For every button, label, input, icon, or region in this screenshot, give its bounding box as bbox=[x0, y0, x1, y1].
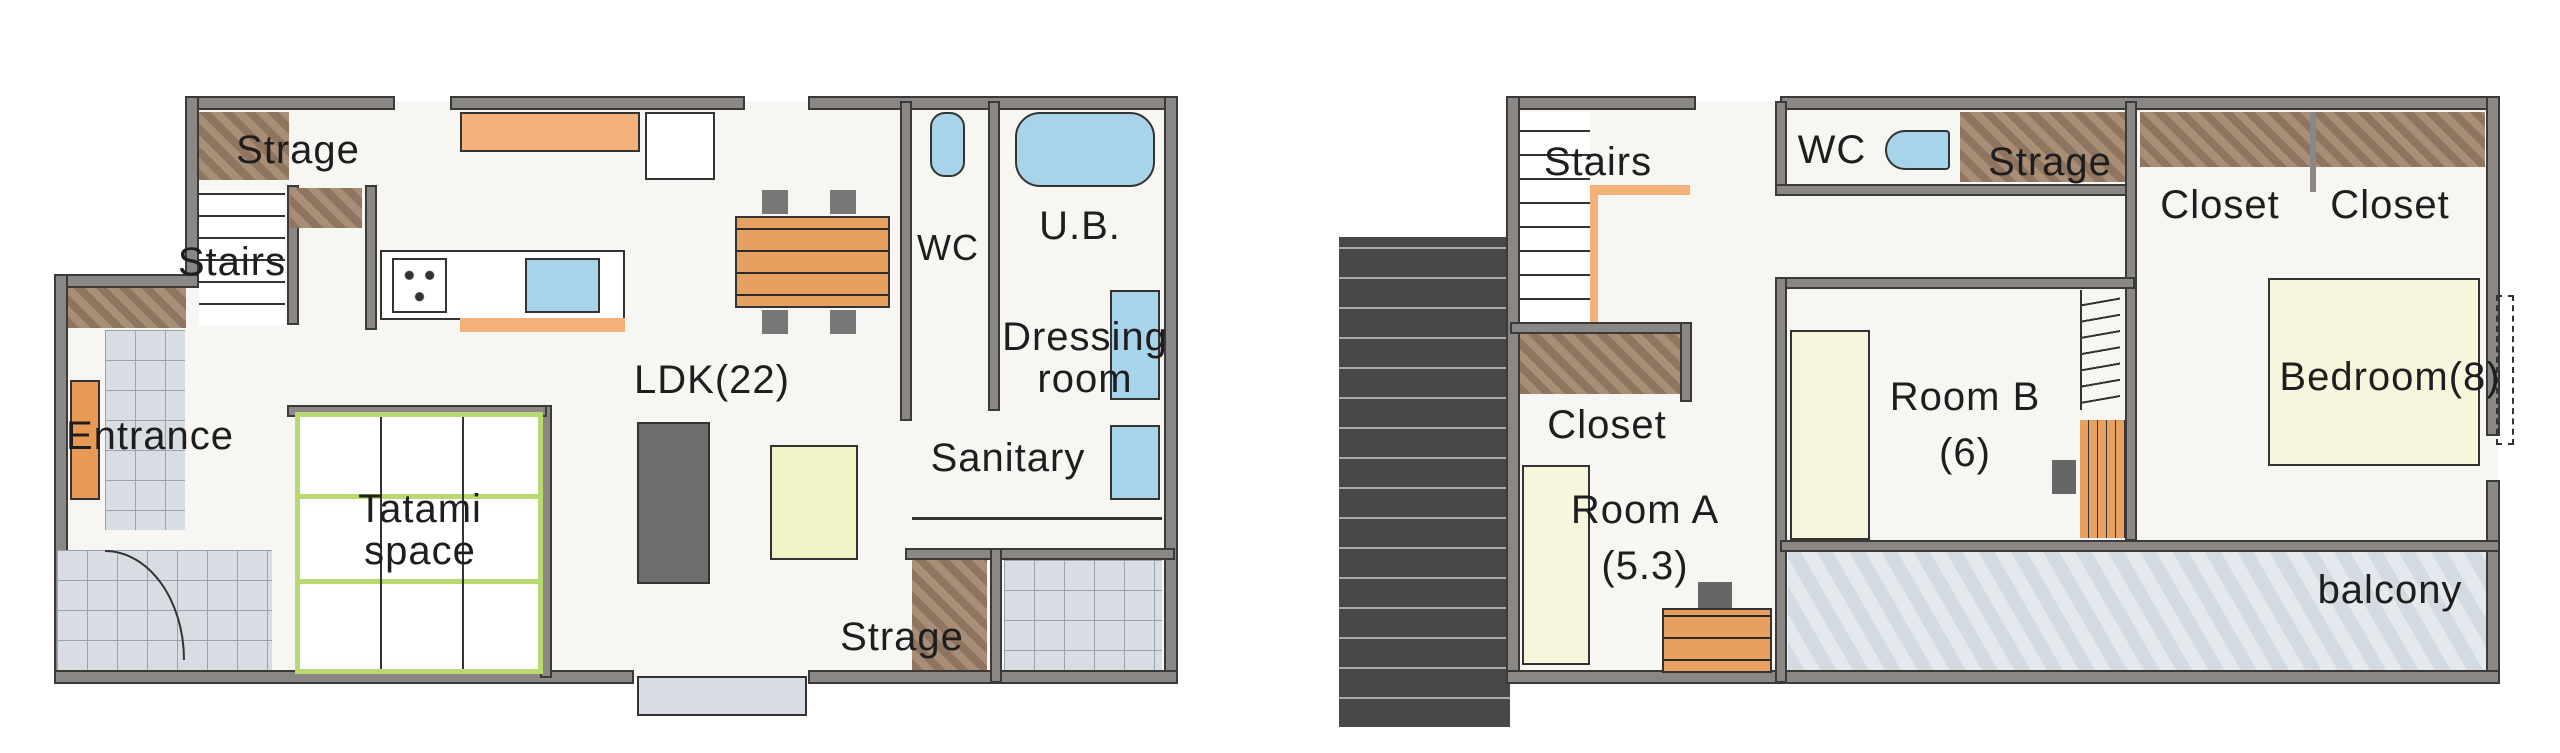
chair bbox=[762, 190, 788, 214]
closet-divider bbox=[2310, 112, 2316, 192]
entrance-floor-tiles bbox=[105, 330, 185, 530]
roof bbox=[1339, 237, 1510, 727]
room-label-bedroom: Bedroom(8) bbox=[2279, 355, 2501, 399]
wall bbox=[1506, 96, 1696, 110]
room-label-stairs: Stairs bbox=[1543, 140, 1653, 184]
wall bbox=[1775, 277, 1787, 683]
bathtub-icon bbox=[1015, 112, 1155, 187]
wall bbox=[1510, 322, 1690, 334]
closet-rail bbox=[2080, 290, 2120, 410]
chair bbox=[2052, 460, 2076, 494]
balcony-floor bbox=[1788, 552, 2486, 670]
bookshelf bbox=[2080, 420, 2125, 538]
room-label-storage: Strage bbox=[1988, 140, 2112, 184]
room-label-tatami: Tatami space bbox=[358, 487, 482, 573]
stairs-treads bbox=[199, 190, 285, 325]
counter-wood-edge bbox=[460, 318, 625, 332]
bay-window bbox=[637, 676, 807, 716]
storage-fill bbox=[912, 560, 987, 670]
wall bbox=[1775, 277, 2135, 289]
room-label-ub: U.B. bbox=[1039, 204, 1121, 248]
room-label-sanitary: Sanitary bbox=[930, 436, 1086, 480]
wall bbox=[1680, 322, 1692, 402]
room-label-dressing: Dressing room bbox=[1002, 315, 1168, 401]
wall bbox=[1780, 96, 2500, 110]
room-label-wc: WC bbox=[1797, 128, 1867, 172]
room-label-wc: WC bbox=[917, 227, 979, 268]
bed bbox=[1790, 330, 1870, 540]
second-floor-plan: Stairs WC Strage Closet Closet Closet Ro… bbox=[1300, 0, 2560, 753]
room-label-entrance: Entrance bbox=[65, 414, 235, 458]
sofa bbox=[637, 422, 710, 584]
wall bbox=[990, 548, 1002, 683]
bed bbox=[1522, 465, 1590, 665]
wall bbox=[365, 185, 377, 330]
washbasin-icon bbox=[1110, 290, 1160, 400]
double-bed bbox=[2268, 278, 2480, 466]
shoe-cabinet bbox=[70, 380, 100, 500]
room-label-room-b: Room B (6) bbox=[1889, 375, 2041, 475]
wall bbox=[1780, 540, 2500, 552]
washbasin-icon bbox=[1110, 425, 1160, 500]
room-label-storage: Strage bbox=[236, 128, 360, 172]
fridge bbox=[645, 112, 715, 180]
room-label-closet: Closet bbox=[2160, 183, 2280, 227]
window bbox=[2496, 295, 2514, 445]
toilet-icon bbox=[930, 112, 965, 177]
chair bbox=[762, 310, 788, 334]
outdoor-tiles bbox=[1004, 560, 1162, 670]
wall bbox=[450, 96, 745, 110]
room-label-balcony: balcony bbox=[2317, 568, 2463, 612]
chair bbox=[830, 310, 856, 334]
wall bbox=[1775, 101, 1787, 196]
closet-fill bbox=[1520, 334, 1680, 394]
stairs-treads bbox=[1520, 112, 1590, 322]
shelf-line bbox=[912, 517, 1162, 520]
wall bbox=[185, 96, 395, 110]
shoe-storage bbox=[68, 288, 186, 328]
wall bbox=[1775, 184, 2135, 196]
wall bbox=[1506, 96, 1520, 683]
wall bbox=[988, 101, 1000, 411]
dining-table bbox=[735, 216, 890, 308]
wall bbox=[1506, 670, 2500, 684]
storage-fill bbox=[199, 112, 289, 180]
room-label-storage-bottom: Strage bbox=[840, 615, 964, 659]
wall bbox=[905, 548, 1175, 560]
storage-fill bbox=[1960, 112, 2125, 182]
wall bbox=[900, 101, 912, 421]
storage-fill bbox=[290, 188, 362, 228]
room-label-closet: Closet bbox=[2330, 183, 2450, 227]
room-label-ldk: LDK(22) bbox=[634, 358, 790, 402]
room-label-room-a: Room A (5.3) bbox=[1570, 488, 1720, 588]
rug bbox=[770, 445, 858, 560]
desk bbox=[1662, 608, 1772, 673]
upper-cabinet bbox=[460, 112, 640, 152]
first-floor-plan: Strage Stairs Entrance Tatami space LDK(… bbox=[0, 0, 1200, 753]
chair bbox=[830, 190, 856, 214]
wall bbox=[2486, 480, 2500, 683]
stair-handrail bbox=[1590, 185, 1598, 322]
room-label-closet: Closet bbox=[1547, 403, 1667, 447]
stair-handrail bbox=[1590, 185, 1690, 195]
toilet-icon bbox=[1885, 130, 1950, 170]
stove-icon bbox=[392, 258, 447, 313]
sink-icon bbox=[525, 258, 600, 313]
tatami-mats bbox=[295, 412, 543, 674]
chair bbox=[1698, 582, 1732, 608]
room-label-stairs: Stairs bbox=[177, 240, 287, 284]
wall bbox=[2125, 101, 2137, 541]
